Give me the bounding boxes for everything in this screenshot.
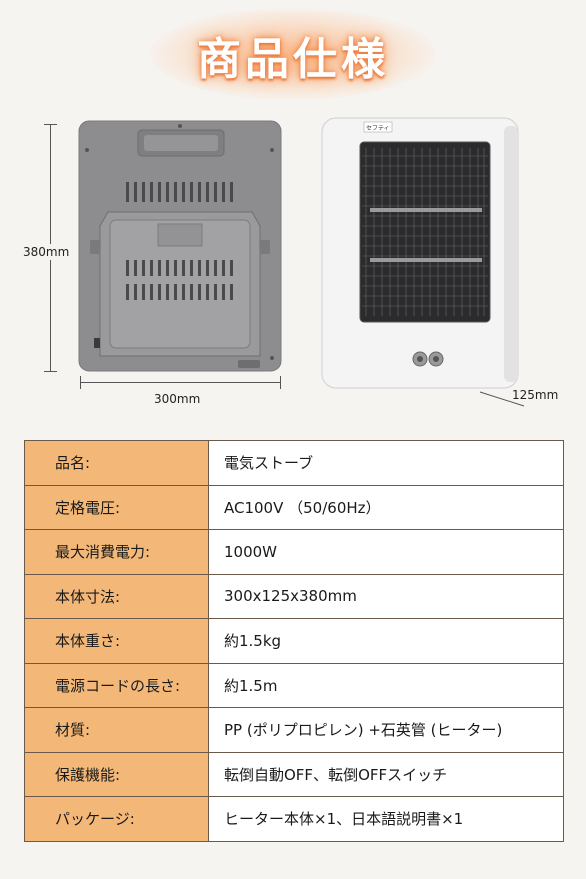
title-glow: [150, 8, 436, 100]
spec-value: 300x125x380mm: [208, 573, 564, 619]
table-row: パッケージ: ヒーター本体×1、日本語説明書×1: [24, 796, 564, 842]
table-row: 材質: PP (ポリプロピレン) +石英管 (ヒーター): [24, 707, 564, 753]
width-dimension-line: [80, 382, 280, 383]
page-title: 商品仕様: [197, 34, 389, 85]
spec-value: 転倒自動OFF、転倒OFFスイッチ: [208, 751, 564, 797]
table-row: 本体寸法: 300x125x380mm: [24, 573, 564, 619]
spec-value: 電気ストーブ: [208, 440, 564, 486]
spec-label: 最大消費電力:: [24, 529, 209, 575]
spec-label: 定格電圧:: [24, 484, 209, 530]
spec-value: PP (ポリプロピレン) +石英管 (ヒーター): [208, 707, 564, 753]
table-row: 品名: 電気ストーブ: [24, 440, 564, 486]
height-dimension-label: 380mm: [23, 244, 70, 260]
width-dimension-cap-left: [80, 376, 81, 389]
spec-label: 保護機能:: [24, 751, 209, 797]
spec-label: 本体重さ:: [24, 618, 209, 664]
spec-value: 1000W: [208, 529, 564, 575]
depth-dimension-label: 125mm: [512, 388, 559, 402]
spec-label: 電源コードの長さ:: [24, 662, 209, 708]
spec-label: パッケージ:: [24, 796, 209, 842]
height-dimension-cap-bottom: [44, 371, 57, 372]
width-dimension-label: 300mm: [154, 392, 201, 406]
spec-value: 約1.5m: [208, 662, 564, 708]
table-row: 最大消費電力: 1000W: [24, 529, 564, 575]
title-area: 商品仕様: [0, 0, 586, 110]
table-row: 電源コードの長さ: 約1.5m: [24, 662, 564, 708]
spec-label: 本体寸法:: [24, 573, 209, 619]
heater-panel-text: セフティ: [366, 125, 390, 132]
table-row: 保護機能: 転倒自動OFF、転倒OFFスイッチ: [24, 751, 564, 797]
spec-label: 材質:: [24, 707, 209, 753]
spec-table: 品名: 電気ストーブ 定格電圧: AC100V （50/60Hz） 最大消費電力…: [24, 440, 564, 842]
table-row: 定格電圧: AC100V （50/60Hz）: [24, 484, 564, 530]
spec-value: ヒーター本体×1、日本語説明書×1: [208, 796, 564, 842]
table-row: 本体重さ: 約1.5kg: [24, 618, 564, 664]
heater-back-image: [78, 120, 282, 372]
spec-value: 約1.5kg: [208, 618, 564, 664]
width-dimension-cap-right: [280, 376, 281, 389]
heater-front-image: セフティ: [321, 117, 525, 407]
spec-label: 品名:: [24, 440, 209, 486]
height-dimension-cap-top: [44, 124, 57, 125]
spec-value: AC100V （50/60Hz）: [208, 484, 564, 530]
